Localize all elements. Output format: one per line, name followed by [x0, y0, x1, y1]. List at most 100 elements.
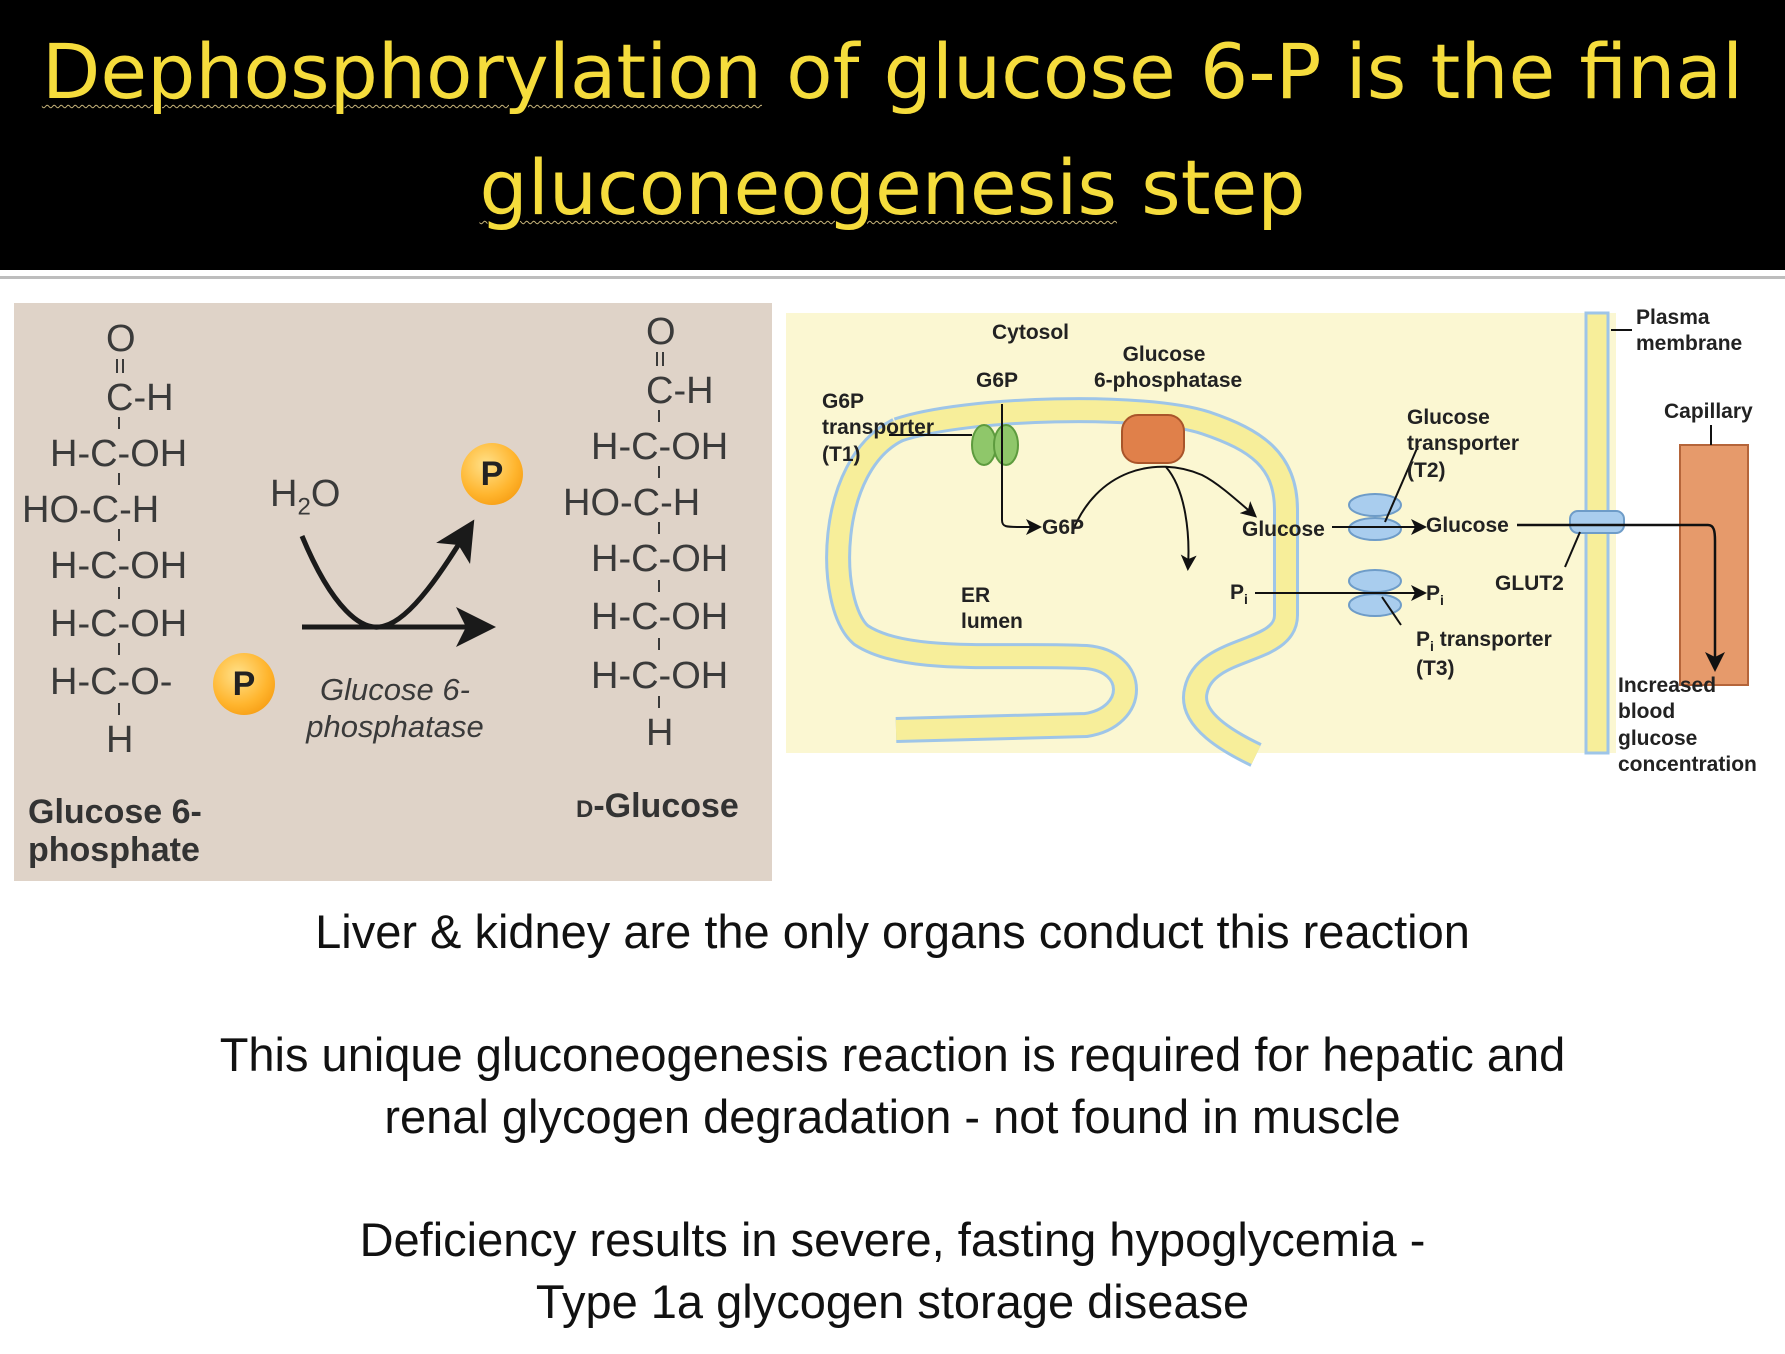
g6p-bond-5 — [118, 643, 120, 655]
title-line-1-rest: of glucose 6-P is the final — [762, 27, 1744, 116]
glut2-label: GLUT2 — [1495, 572, 1564, 595]
g6p-bond-3 — [118, 529, 120, 541]
pi-inner-p: P — [1230, 581, 1245, 604]
pi-transporter-t3: (T3) — [1416, 656, 1455, 680]
membrane-diagram-art — [786, 311, 1749, 767]
increased-blood-glucose-label: Increased blood glucose concentration — [1618, 674, 1757, 776]
product-name: -Glucose — [593, 787, 739, 825]
title-divider — [0, 276, 1785, 279]
glucose-c1: C-H — [646, 370, 714, 412]
glucose-c5: H-C-OH — [591, 596, 729, 638]
g6p-double-bond-a — [116, 359, 118, 373]
g6p-bond-1 — [118, 417, 120, 429]
glucose-transporter-label: Glucose transporter (T2) — [1407, 406, 1520, 482]
released-phosphate-icon: P — [461, 443, 523, 505]
glucose-c3: HO-C-H — [563, 482, 701, 524]
pi-out-label: Pi — [1426, 581, 1444, 610]
glucose-inner-label: Glucose — [1242, 518, 1325, 541]
glucose-c7: H — [646, 712, 674, 754]
t2-transporter-bottom — [1348, 517, 1402, 541]
glut2-transporter — [1569, 510, 1625, 534]
glucose-oxygen: O — [646, 311, 676, 353]
glucose-bond-2 — [658, 466, 660, 478]
g6p-top-label: G6P — [976, 369, 1019, 392]
water-h: H — [270, 473, 298, 515]
plasma-membrane-label: Plasma membrane — [1636, 306, 1743, 356]
glucose-bond-1 — [658, 410, 660, 422]
g6p-c4: H-C-OH — [50, 545, 188, 587]
membrane-transport-diagram: Cytosol G6P Glucose 6-phosphatase G6P tr… — [786, 305, 1785, 805]
glucose-bond-6 — [658, 696, 660, 708]
glucose-double-bond-b — [662, 352, 664, 366]
g6p-inner-label: G6P — [1042, 516, 1085, 539]
glut2-pointer — [1564, 531, 1581, 568]
reaction-panel: O C-H H-C-OH HO-C-H H-C-OH H-C-OH H-C-O-… — [14, 303, 772, 881]
body-line-gsd-type-1a: Type 1a glycogen storage disease — [535, 1275, 1250, 1328]
body-line-unique-reaction: This unique gluconeogenesis reaction is … — [219, 1028, 1566, 1081]
product-prefix: D — [576, 796, 594, 823]
t1-transporter-left — [971, 424, 997, 466]
er-lumen-label: ER lumen — [961, 584, 1023, 634]
title-band — [0, 0, 1785, 270]
glucose-bond-3 — [658, 522, 660, 534]
glucose-6-phosphatase-label: Glucose 6-phosphatase — [1094, 343, 1243, 393]
water-label: H2O — [270, 475, 340, 520]
g6p-c1: C-H — [106, 377, 174, 419]
title-line-2-rest: step — [1116, 143, 1306, 232]
t2-pointer — [1384, 445, 1419, 523]
g6p-phosphate-icon: P — [213, 653, 275, 715]
slide-title-line-1: Dephosphorylation of glucose 6-P is the … — [0, 34, 1785, 110]
cytosol-label: Cytosol — [992, 321, 1070, 344]
substrate-label-line1: Glucose 6- — [28, 793, 202, 831]
pi-transporter-i: i — [1430, 638, 1434, 655]
body-line-organs: Liver & kidney are the only organs condu… — [315, 905, 1470, 958]
pi-inner-label: Pi — [1230, 580, 1248, 609]
substrate-label: Glucose 6- phosphate — [28, 793, 202, 869]
title-word-dephosphorylation: Dephosphorylation — [41, 27, 763, 116]
t2-transporter-top — [1348, 493, 1402, 517]
pi-transporter-rest: transporter — [1433, 628, 1552, 651]
t3-transporter-top — [1348, 569, 1402, 593]
g6p-bond-2 — [118, 473, 120, 485]
g6p-c2: H-C-OH — [50, 433, 188, 475]
glucose-double-bond-a — [656, 352, 658, 366]
g6p-c6: H-C-O- — [50, 661, 173, 703]
title-word-gluconeogenesis: gluconeogenesis — [479, 143, 1117, 232]
g6p-import-arrow — [1001, 404, 1042, 535]
glucose-c4: H-C-OH — [591, 538, 729, 580]
glucose-bond-4 — [658, 580, 660, 592]
water-curved-arrow — [299, 519, 475, 630]
er-membrane-right — [894, 400, 1296, 765]
water-o: O — [310, 473, 341, 515]
g6p-c7: H — [106, 719, 134, 761]
glucose-bond-5 — [658, 638, 660, 650]
glucose-to-blood-arrow — [1517, 523, 1725, 672]
capillary-label: Capillary — [1664, 400, 1753, 423]
t1-transporter-right — [993, 424, 1019, 466]
substrate-label-line2: phosphate — [28, 831, 200, 870]
product-label: D-Glucose — [576, 787, 739, 825]
glucose-c6: H-C-OH — [591, 655, 729, 697]
g6p-c3: HO-C-H — [22, 489, 160, 531]
t3-pointer — [1381, 596, 1402, 626]
g6p-transporter-label: G6P transporter (T1) — [822, 390, 935, 466]
reaction-arrows — [299, 519, 496, 647]
g6p-bond-4 — [118, 587, 120, 599]
g6p-bond-6 — [118, 703, 120, 715]
pi-out-i: i — [1440, 592, 1444, 609]
g6p-c5: H-C-OH — [50, 603, 188, 645]
glucose-release-arrow — [1071, 465, 1258, 534]
g6p-double-bond-b — [122, 359, 124, 373]
enzyme-label: Glucose 6- phosphatase — [300, 671, 490, 745]
pi-transporter-p: P — [1416, 628, 1431, 651]
glucose-6-phosphatase-enzyme — [1121, 414, 1185, 464]
body-line-deficiency: Deficiency results in severe, fasting hy… — [359, 1213, 1426, 1266]
body-line-glycogen-degradation: renal glycogen degradation - not found i… — [384, 1090, 1401, 1143]
water-subscript: 2 — [297, 493, 311, 521]
pi-release-arrow — [1165, 466, 1197, 571]
enzyme-label-line1: Glucose 6- — [320, 672, 470, 707]
enzyme-label-line2: phosphatase — [306, 709, 484, 745]
pi-transporter-label: Pi transporter (T3) — [1416, 627, 1552, 682]
pi-inner-i: i — [1244, 591, 1248, 608]
er-membrane-left — [828, 421, 1135, 740]
